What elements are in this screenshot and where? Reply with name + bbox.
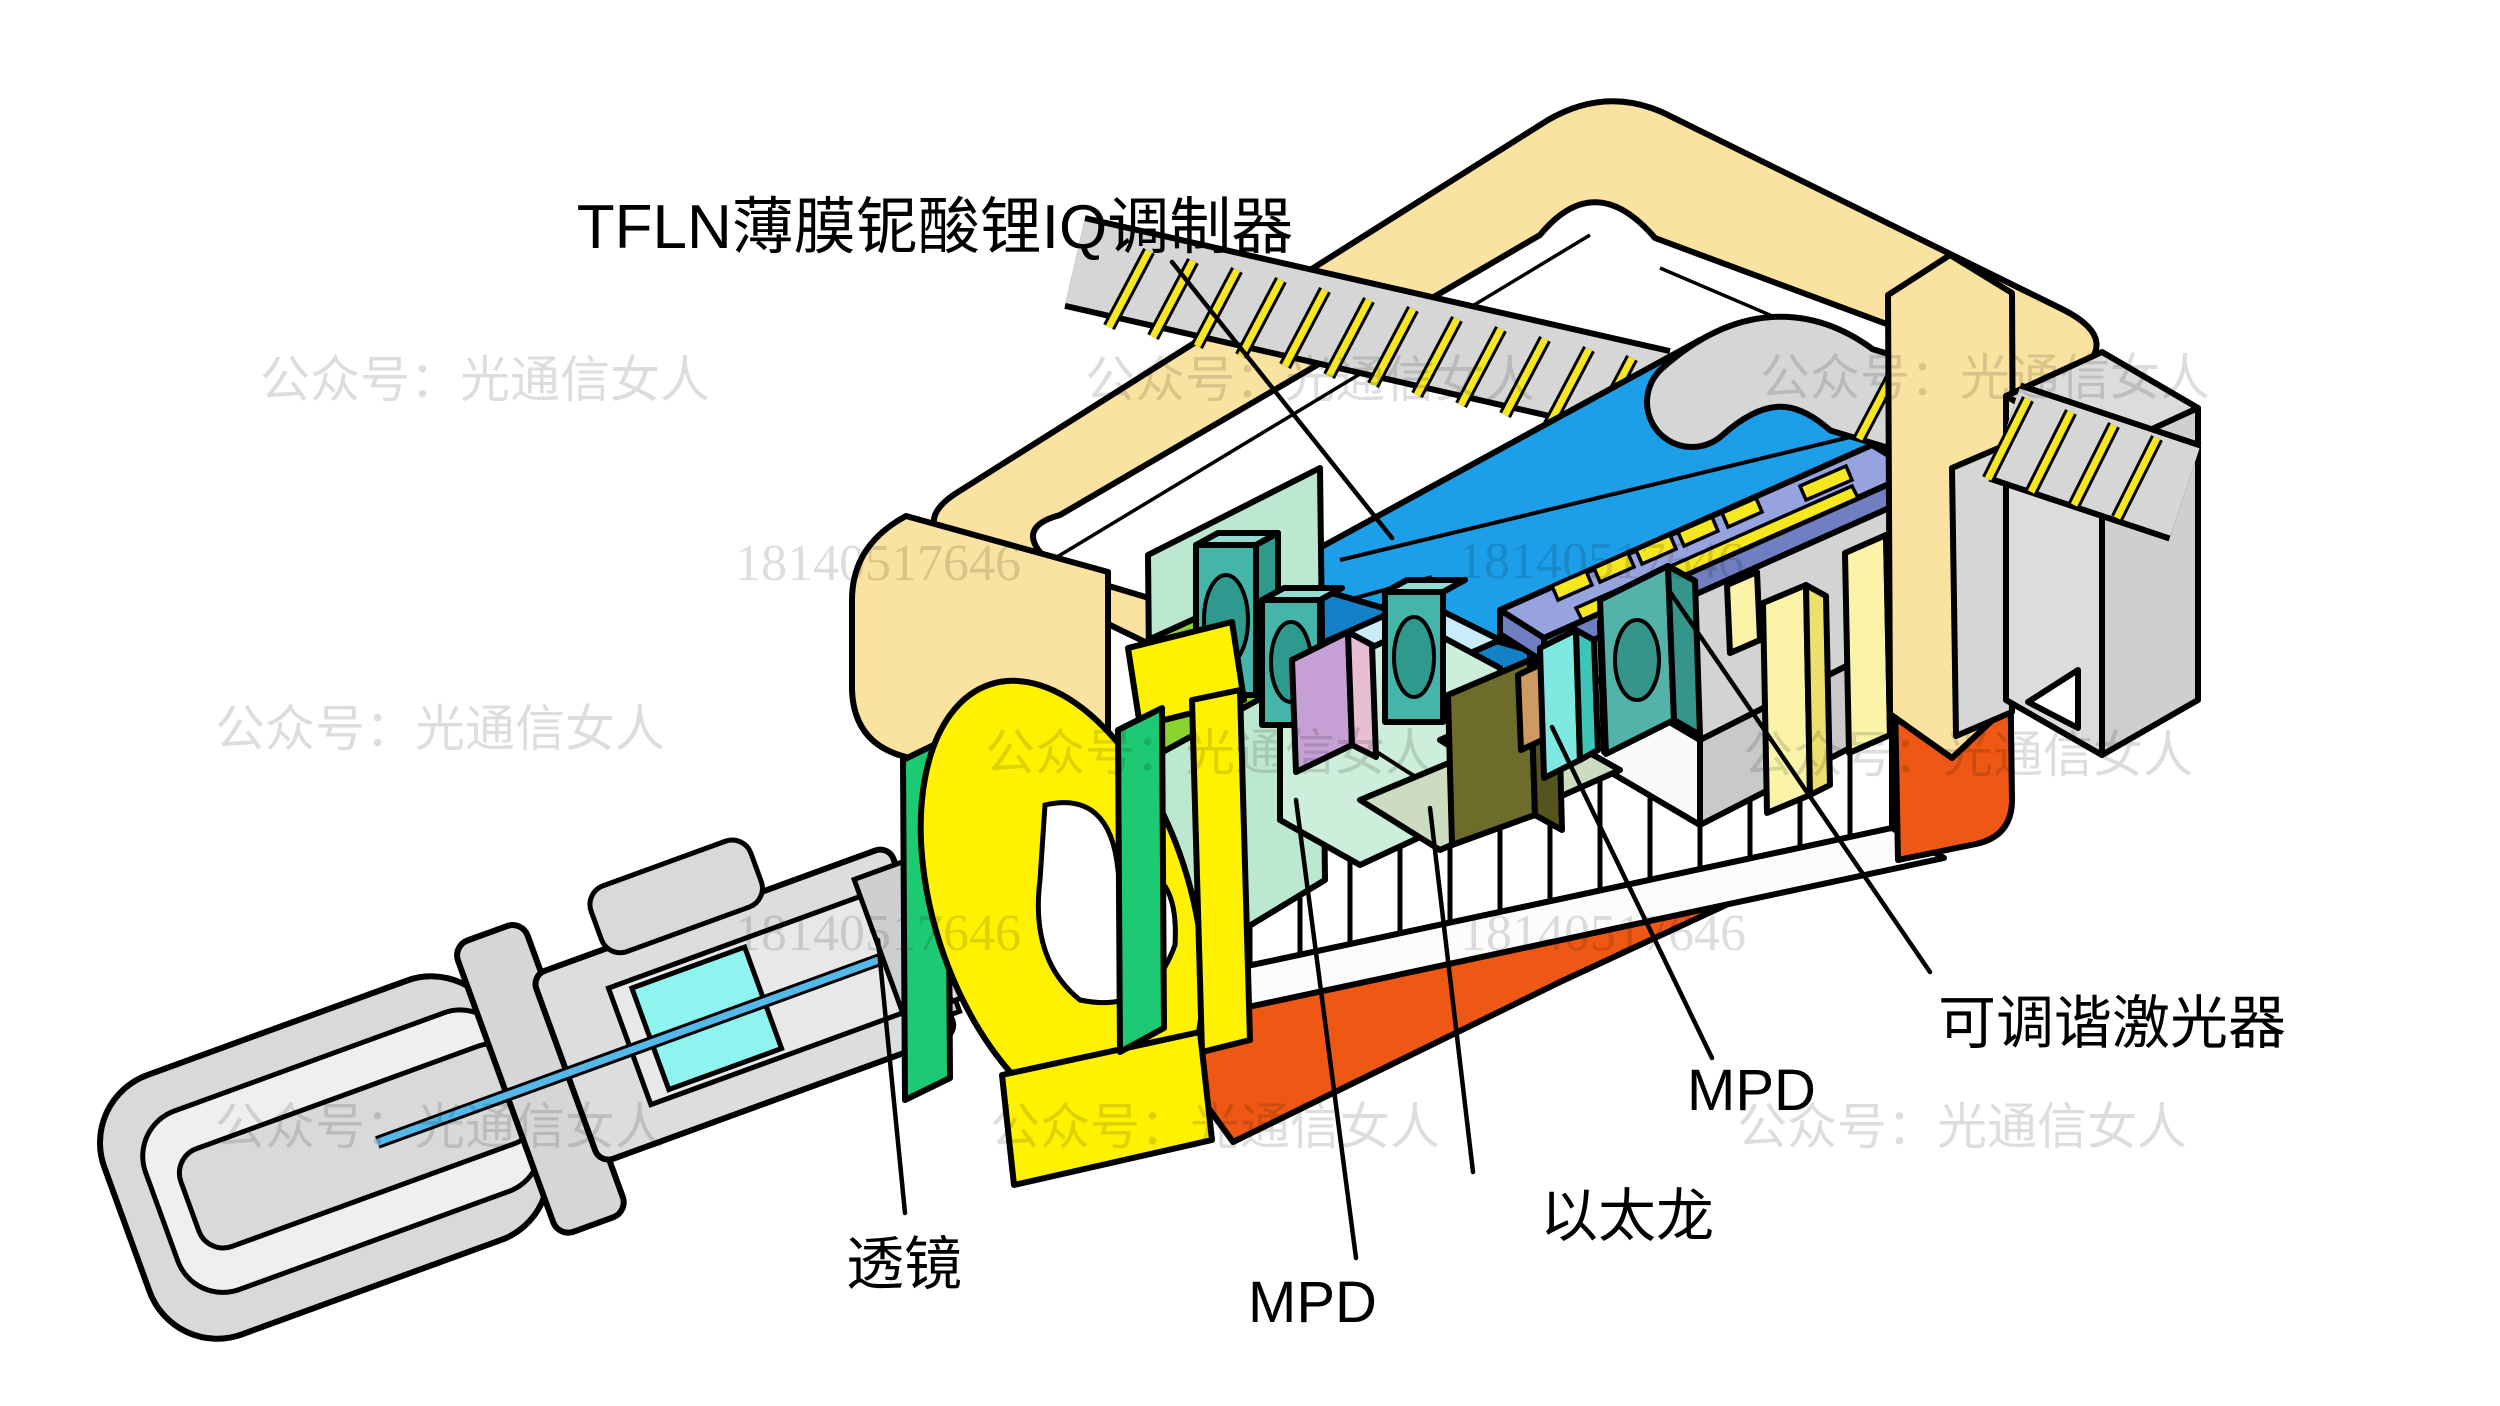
lens-holder-assembly [900,619,1253,1188]
watermarks: 公众号：光通信女人 公众号：光通信女人 公众号：光通信女人 1814051764… [215,350,2210,1155]
watermark-brand: 公众号：光通信女人 [260,352,710,408]
watermark-brand: 公众号：光通信女人 [1760,350,2210,406]
watermark-brand: 公众号：光通信女人 [1743,727,2193,783]
barrel-latch [587,837,765,956]
purple-block [1289,629,1379,775]
collimator-blocks [1193,530,1468,728]
flex-traces-rear [1103,247,1638,438]
leader-line-mpd-upper [1549,724,1715,1061]
watermark-brand: 公众号：光通信女人 [990,1099,1440,1155]
watermark-phone: 18140517646 [735,535,1021,592]
watermark-brand: 公众号：光通信女人 [1085,352,1535,408]
label-modulator: TFLN薄膜铌酸锂IQ调制器 [577,193,1293,262]
optical-fiber [376,951,896,1146]
leader-line-etherlong [1427,805,1476,1175]
label-tunable-laser: 可调谐激光器 [1938,991,2286,1056]
watermark-brand: 公众号：光通信女人 [1737,1099,2187,1155]
labels: TFLN薄膜铌酸锂IQ调制器 可调谐激光器 MPD 以太龙 MPD 透镜 [577,193,2286,1335]
watermark-phone: 18140517646 [1458,533,1744,590]
leader-line-lens [875,937,908,1216]
leader-line-modulator [1169,259,1395,541]
label-mpd-lower: MPD [1248,1270,1377,1335]
inner-wall-edge [1051,233,1591,562]
flex-cable-rear [1064,215,1671,442]
leader-line-mpd-lower [1293,797,1359,1261]
watermark-brand: 公众号：光通信女人 [215,701,665,757]
label-lens: 透镜 [846,1232,962,1297]
watermark-phone: 18140517646 [1460,905,1746,962]
holder-bar [1189,687,1253,1055]
label-etherlong: 以太龙 [1540,1184,1714,1249]
green-clip-right [1115,705,1167,1055]
leader-line-tunable-laser [1667,589,1933,975]
leader-lines [875,259,1933,1261]
watermark-brand: 公众号：光通信女人 [985,725,1435,781]
flex-cable-right [1982,382,2202,542]
label-mpd-upper: MPD [1687,1058,1816,1123]
connector-notch [2025,667,2081,731]
watermark-brand: 公众号：光通信女人 [215,1099,665,1155]
mpd-block [1597,563,1703,757]
optics-cluster [1145,465,1703,988]
watermark-phone: 18140517646 [735,905,1021,962]
